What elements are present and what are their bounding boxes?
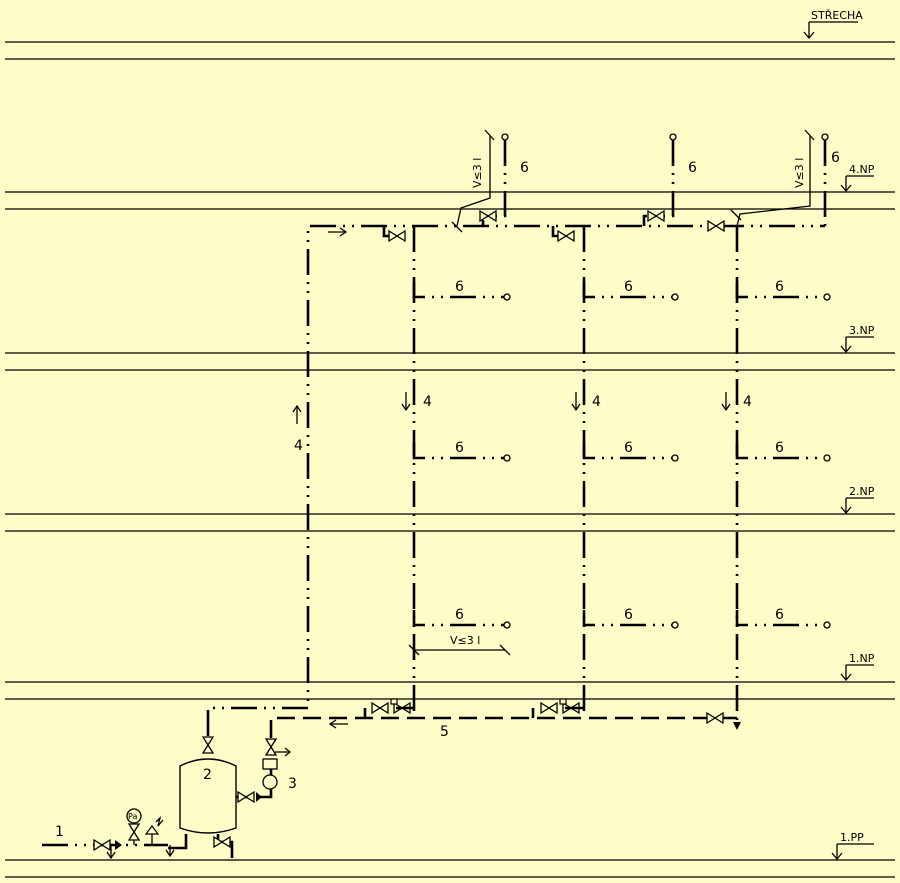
outlet-label-3np-2: 6 bbox=[624, 279, 633, 295]
volume-dim-3: V≤3 l bbox=[408, 634, 511, 656]
volume-label-1: V≤3 l bbox=[471, 158, 484, 188]
outlets-3np: 6 6 6 bbox=[412, 279, 831, 301]
riser-2: 4 bbox=[551, 226, 601, 715]
supply-main: 4 bbox=[206, 224, 825, 736]
level-label-1pp: 1.PP bbox=[840, 831, 864, 844]
outlet-label-1np-1: 6 bbox=[455, 607, 464, 623]
level-mark-3np: 3.NP bbox=[840, 324, 875, 354]
storage-tank: 2 bbox=[168, 736, 255, 858]
floor-lines bbox=[5, 41, 895, 878]
level-mark-2np: 2.NP bbox=[840, 485, 875, 515]
circulation-return: 5 bbox=[269, 698, 741, 742]
outlet-label-4np-2: 6 bbox=[688, 160, 697, 176]
outlet-label-4np-3: 6 bbox=[831, 150, 840, 166]
outlet-label-4np-1: 6 bbox=[520, 160, 529, 176]
level-label-2np: 2.NP bbox=[849, 485, 875, 498]
outlet-label-1np-3: 6 bbox=[775, 607, 784, 623]
riser-label-main: 4 bbox=[294, 438, 303, 454]
outlet-label-3np-3: 6 bbox=[775, 279, 784, 295]
inlet-assembly: Pa 1 bbox=[42, 808, 175, 860]
level-mark-1pp: 1.PP bbox=[831, 831, 874, 861]
pressure-gauge-label: Pa bbox=[128, 812, 137, 821]
outlets-2np: 6 6 6 bbox=[412, 440, 831, 462]
outlet-label-2np-3: 6 bbox=[775, 440, 784, 456]
level-mark-4np: 4.NP bbox=[840, 163, 875, 193]
riser-label-2: 4 bbox=[592, 394, 601, 410]
riser-label-1: 4 bbox=[423, 394, 432, 410]
circulation-pump: 3 bbox=[256, 738, 297, 802]
outlet-4np-3: 6 bbox=[707, 133, 840, 232]
outlet-4np-2: 6 bbox=[642, 133, 697, 226]
level-label-4np: 4.NP bbox=[849, 163, 875, 176]
volume-label-3: V≤3 l bbox=[450, 634, 480, 647]
tank-label: 2 bbox=[203, 767, 212, 783]
outlet-label-2np-2: 6 bbox=[624, 440, 633, 456]
level-label-3np: 3.NP bbox=[849, 324, 875, 337]
riser-3: 4 bbox=[721, 226, 752, 722]
pump-label: 3 bbox=[288, 776, 297, 792]
volume-label-2: V≤3 l bbox=[793, 158, 806, 188]
volume-dim-2: V≤3 l bbox=[730, 129, 815, 227]
riser-label-3: 4 bbox=[743, 394, 752, 410]
level-label-roof: STŘECHA bbox=[811, 9, 863, 22]
level-label-1np: 1.NP bbox=[849, 652, 875, 665]
level-mark-roof: STŘECHA bbox=[803, 9, 863, 40]
riser-1: 4 bbox=[382, 226, 432, 715]
outlet-label-2np-1: 6 bbox=[455, 440, 464, 456]
level-mark-1np: 1.NP bbox=[840, 652, 875, 682]
outlet-label-3np-1: 6 bbox=[455, 279, 464, 295]
volume-dim-1: V≤3 l bbox=[451, 129, 495, 233]
return-label: 5 bbox=[440, 724, 449, 740]
inlet-label: 1 bbox=[55, 824, 64, 840]
outlet-4np-1: 6 bbox=[479, 133, 529, 226]
outlets-1np: 6 6 6 bbox=[412, 607, 831, 629]
outlet-label-1np-2: 6 bbox=[624, 607, 633, 623]
